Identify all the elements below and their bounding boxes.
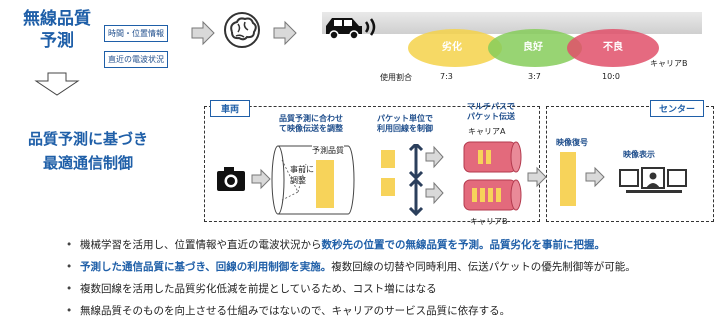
center-box <box>546 106 714 222</box>
display-label: 映像表示 <box>623 150 655 159</box>
step3-heading-line1: マルチパスで <box>467 102 515 111</box>
bullet-list: 機械学習を活用し、位置情報や直近の電波状況から数秒先の位置での無線品質を予測。品… <box>26 234 716 322</box>
multipath-channels <box>463 141 522 211</box>
bullet-item: 無線品質そのものを向上させる仕組みではないので、キャリアのサービス品質に依存する… <box>66 300 716 322</box>
bullet-text: 複数回線の切替や同時利用、伝送パケットの優先制御等が可能。 <box>331 261 636 273</box>
step2-heading-line2: 利用回線を制御 <box>377 124 433 133</box>
step1-heading-line2: て映像伝送を調整 <box>279 124 343 133</box>
arrow-right-icon <box>273 20 297 46</box>
arrow-right-icon <box>251 168 271 190</box>
bullet-item: 複数回線を活用した品質劣化低減を前提としているため、コスト増にはなる <box>66 278 716 300</box>
bullet-text: 無線品質そのものを向上させる仕組みではないので、キャリアのサービス品質に依存する… <box>80 305 511 317</box>
input-time-location: 時間・位置情報 <box>104 25 168 42</box>
adjust-note-line2: 調整 <box>290 176 306 185</box>
video-block <box>316 160 334 208</box>
ratio-3: 10:0 <box>602 72 620 81</box>
arrow-right-icon <box>585 166 605 188</box>
quality-ellipses <box>408 29 659 67</box>
adjust-note-line1: 事前に <box>290 165 314 174</box>
car-icon <box>326 18 376 40</box>
main-title: 品質予測に基づき 最適通信制御 <box>2 127 174 175</box>
bullet-text: 機械学習を活用し、位置情報や直近の電波状況から <box>80 239 322 251</box>
quality-label-bad: 不良 <box>603 42 623 53</box>
route-bar <box>322 12 702 34</box>
predicted-quality-label: 予測品質 <box>312 145 344 156</box>
camera-icon <box>217 167 245 191</box>
step2-heading: パケット単位で 利用回線を制御 <box>368 114 442 134</box>
packet-block <box>381 178 395 196</box>
decode-block <box>560 152 576 206</box>
bullet-item: 予測した通信品質に基づき、回線の利用制御を実施。複数回線の切替や同時利用、伝送パ… <box>66 256 716 278</box>
arrow-right-icon <box>527 166 547 188</box>
arrow-down-icon <box>34 72 80 96</box>
quality-ellipse-bad <box>567 29 659 67</box>
carrier-a-label: キャリアA <box>468 127 506 136</box>
bullet-highlight: 数秒先の位置での無線品質を予測。品質劣化を事前に把握。 <box>321 239 606 251</box>
monitor-icon <box>619 167 687 193</box>
carrier-b-label: キャリアB <box>470 217 508 226</box>
arrow-right-icon <box>191 20 215 46</box>
step3-heading: マルチパスで パケット伝送 <box>454 102 528 122</box>
top-title-line2: 予測 <box>40 31 74 51</box>
packet-switch-arrows <box>408 144 444 216</box>
center-label: センター <box>650 100 705 117</box>
quality-ellipse-good <box>488 29 582 67</box>
quality-label-degraded: 劣化 <box>442 42 462 53</box>
bullet-item: 機械学習を活用し、位置情報や直近の電波状況から数秒先の位置での無線品質を予測。品… <box>66 234 716 256</box>
input-radio-status: 直近の電波状況 <box>104 51 168 68</box>
packet-block <box>381 150 395 168</box>
step1-heading: 品質予測に合わせ て映像伝送を調整 <box>268 114 354 134</box>
brain-icon <box>224 12 260 48</box>
usage-label: 使用割合 <box>380 73 412 82</box>
carrier-b-top: キャリアB <box>650 59 688 68</box>
vehicle-label: 車両 <box>210 100 251 117</box>
ratio-2: 3:7 <box>528 72 541 81</box>
step3-heading-line2: パケット伝送 <box>467 112 515 121</box>
main-title-line2: 最適通信制御 <box>42 154 133 172</box>
top-title-line1: 無線品質 <box>23 9 91 29</box>
vehicle-box <box>204 106 540 222</box>
top-title: 無線品質 予測 <box>20 8 94 52</box>
bullet-highlight: 予測した通信品質に基づき、回線の利用制御を実施。 <box>80 261 332 273</box>
decode-label: 映像復号 <box>556 138 588 147</box>
quality-label-good: 良好 <box>523 42 543 53</box>
quality-ellipse-degraded <box>408 29 502 67</box>
main-title-line1: 品質予測に基づき <box>27 130 148 148</box>
step2-heading-line1: パケット単位で <box>377 114 433 123</box>
adjust-note: 事前に 調整 <box>290 164 314 186</box>
ratio-1: 7:3 <box>440 72 453 81</box>
bullet-text: 複数回線を活用した品質劣化低減を前提としているため、コスト増にはなる <box>80 283 437 295</box>
step1-heading-line1: 品質予測に合わせ <box>279 114 343 123</box>
